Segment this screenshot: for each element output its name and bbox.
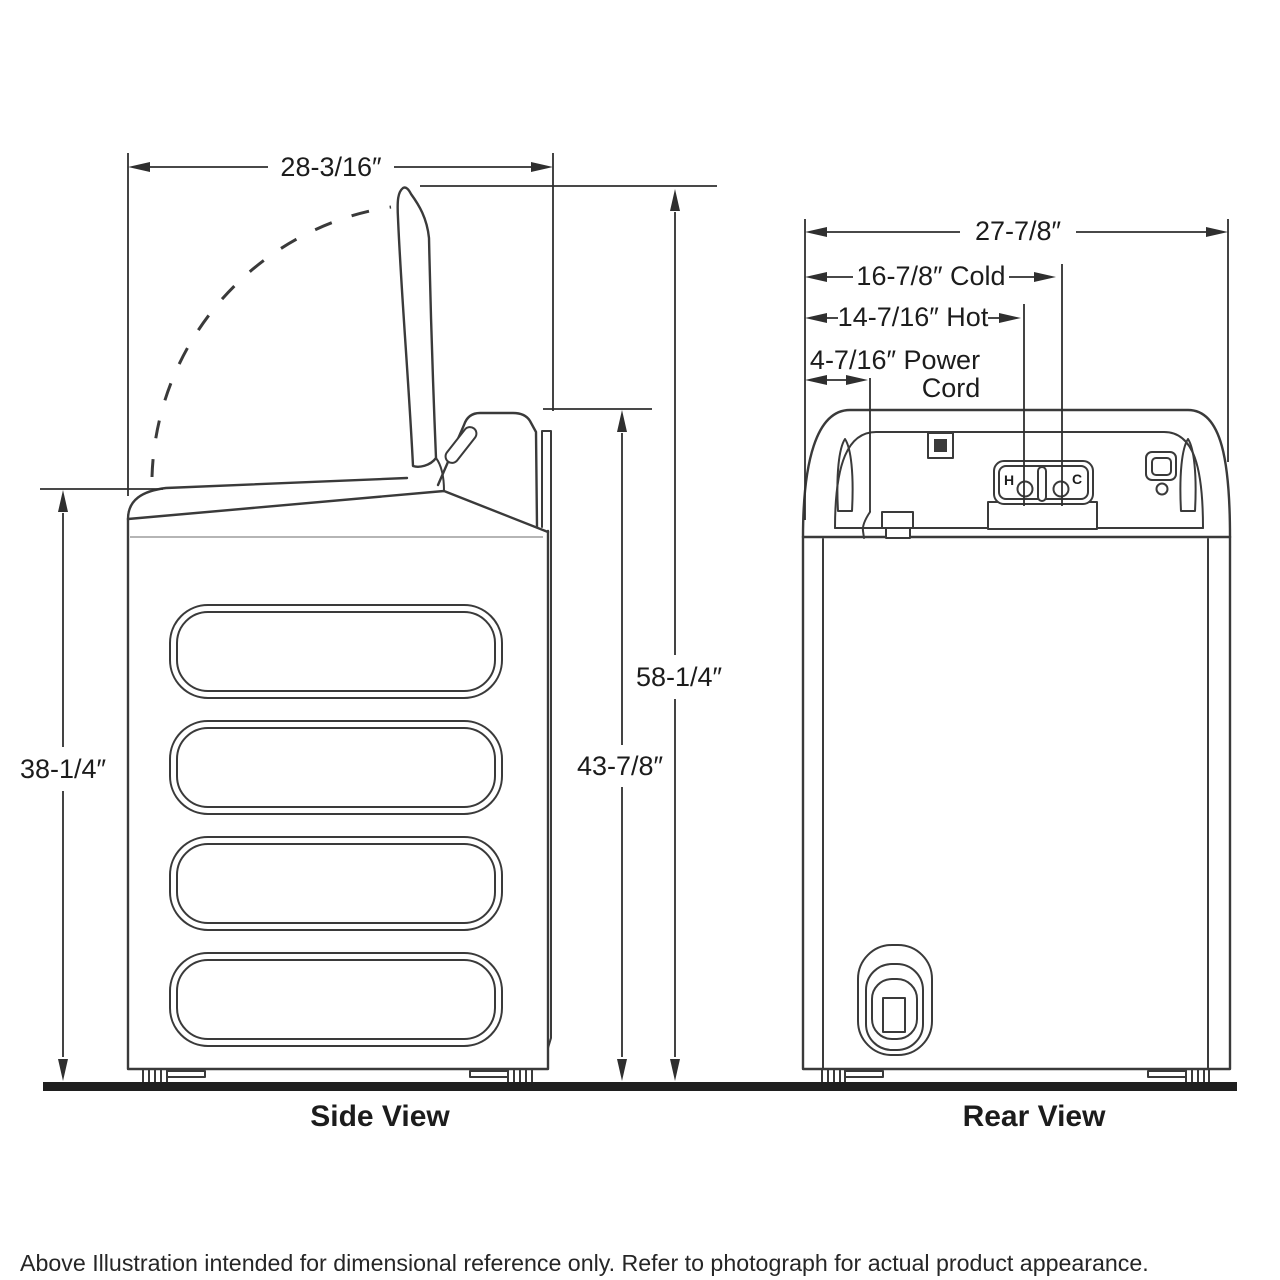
side-dimensions — [40, 153, 717, 1081]
side-lid-open — [396, 186, 438, 468]
dim-side-height-total: 58-1/4″ — [636, 662, 723, 692]
footer-note: Above Illustration intended for dimensio… — [20, 1250, 1149, 1276]
cord-bracket-lower — [885, 527, 911, 539]
side-body-outline — [126, 517, 550, 1071]
rear-view-caption: Rear View — [963, 1100, 1107, 1133]
rear-inner-arch — [834, 431, 1204, 529]
rear-vent-right — [1179, 438, 1197, 512]
dim-rear-cold: 16-7/8″ Cold — [856, 261, 1005, 291]
dim-rear-power-line2: Cord — [922, 373, 981, 403]
side-rear-panel-top — [541, 430, 552, 528]
drain-outlet — [857, 944, 933, 1056]
rear-outlet-screw — [1155, 482, 1169, 496]
dim-rear-width: 27-7/8″ — [975, 216, 1062, 246]
cord-bracket — [881, 511, 914, 529]
dim-rear-power-line1: 4-7/16″ Power — [810, 345, 980, 375]
side-feet — [142, 1068, 533, 1084]
rear-outlet-box — [1145, 451, 1177, 481]
side-drawers — [169, 604, 503, 1047]
side-top-upper-edge — [126, 476, 409, 521]
side-console-knob — [444, 426, 478, 464]
side-view — [40, 153, 717, 1084]
rear-vent-left — [836, 438, 854, 512]
rear-feet — [821, 1068, 1210, 1084]
side-view-caption: Side View — [310, 1100, 450, 1133]
lid-swing-arc — [150, 205, 392, 478]
side-top-lower-edge — [126, 489, 550, 534]
dim-side-height-body: 38-1/4″ — [20, 754, 107, 784]
hot-inlet — [1016, 480, 1034, 498]
rear-outlet-box-inner — [1151, 457, 1172, 476]
dim-side-width: 28-3/16″ — [280, 152, 382, 182]
rear-dimensions — [804, 219, 1229, 520]
rear-arch — [801, 408, 1232, 539]
rear-connection-base — [987, 501, 1098, 530]
rear-view — [801, 219, 1232, 1084]
cold-label: C — [1072, 471, 1082, 487]
cord-hook — [861, 511, 871, 539]
side-hinge-curve — [435, 457, 445, 492]
cold-inlet — [1052, 480, 1070, 498]
dim-rear-hot: 14-7/16″ Hot — [838, 302, 989, 332]
labels: 28-3/16″ 58-1/4″ 43-7/8″ 38-1/4″ Side Vi… — [20, 152, 1149, 1276]
rear-body-outline — [801, 535, 1232, 1071]
rear-label-plate — [927, 432, 954, 459]
rear-label-plate-fill — [934, 439, 947, 452]
hot-label: H — [1004, 472, 1014, 488]
side-console — [436, 411, 539, 529]
side-rear-panel-edge — [547, 526, 552, 1049]
dim-side-height-console: 43-7/8″ — [577, 751, 664, 781]
connection-slot — [1037, 466, 1047, 502]
